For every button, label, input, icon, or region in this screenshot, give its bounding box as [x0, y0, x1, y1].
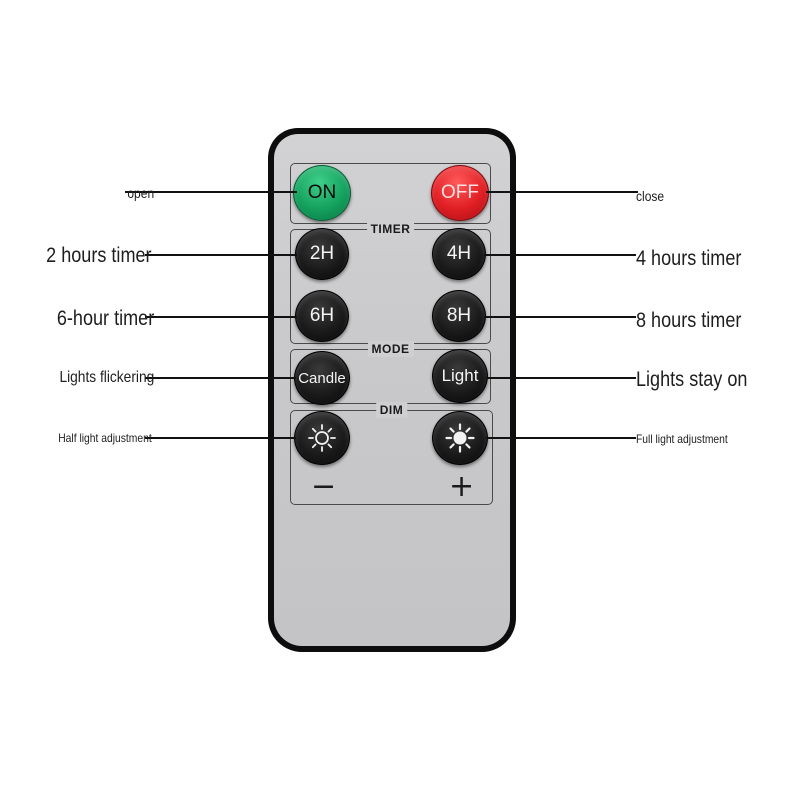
dim-plus-symbol: + — [449, 469, 475, 504]
sun-bright-icon — [444, 422, 476, 454]
dim-panel: DIM — [290, 402, 493, 505]
dim-minus-symbol: − — [311, 469, 337, 504]
sun-dim-icon — [306, 422, 338, 454]
callout-open: open — [127, 185, 154, 201]
dim-up-button[interactable] — [432, 411, 488, 465]
callout-line-light — [486, 377, 636, 379]
dim-panel-label: DIM — [375, 402, 408, 418]
timer-4h-button[interactable]: 4H — [432, 228, 486, 280]
timer-8h-button[interactable]: 8H — [432, 290, 486, 342]
callout-line-8h — [484, 316, 636, 318]
callout-line-2h — [145, 254, 297, 256]
callout-8-hours-timer: 8 hours timer — [636, 309, 742, 332]
callout-half-light-adjustment: Half light adjustment — [58, 431, 152, 445]
timer-2h-button[interactable]: 2H — [295, 228, 349, 280]
callout-line-4h — [484, 254, 636, 256]
callout-line-full-light — [486, 437, 636, 439]
callout-line-open — [125, 191, 297, 193]
on-button[interactable]: ON — [293, 165, 351, 221]
light-mode-button[interactable]: Light — [432, 349, 488, 403]
callout-2-hours-timer: 2 hours timer — [46, 244, 152, 267]
callout-4-hours-timer: 4 hours timer — [636, 247, 742, 270]
callout-lights-stay-on: Lights stay on — [636, 368, 748, 391]
timer-panel-label: TIMER — [366, 221, 415, 237]
callout-lights-flickering: Lights flickering — [59, 369, 154, 386]
candle-mode-button[interactable]: Candle — [294, 351, 350, 405]
callout-close: close — [636, 188, 665, 204]
callout-6-hour-timer: 6-hour timer — [56, 307, 154, 330]
mode-panel-label: MODE — [367, 341, 414, 357]
callout-line-candle — [145, 377, 296, 379]
callout-line-6h — [145, 316, 297, 318]
dim-down-button[interactable] — [294, 411, 350, 465]
callout-full-light-adjustment: Full light adjustment — [636, 432, 728, 446]
timer-panel: TIMER — [290, 221, 491, 344]
callout-line-close — [486, 191, 638, 193]
off-button[interactable]: OFF — [431, 165, 489, 221]
timer-6h-button[interactable]: 6H — [295, 290, 349, 342]
callout-line-half-light — [145, 437, 296, 439]
